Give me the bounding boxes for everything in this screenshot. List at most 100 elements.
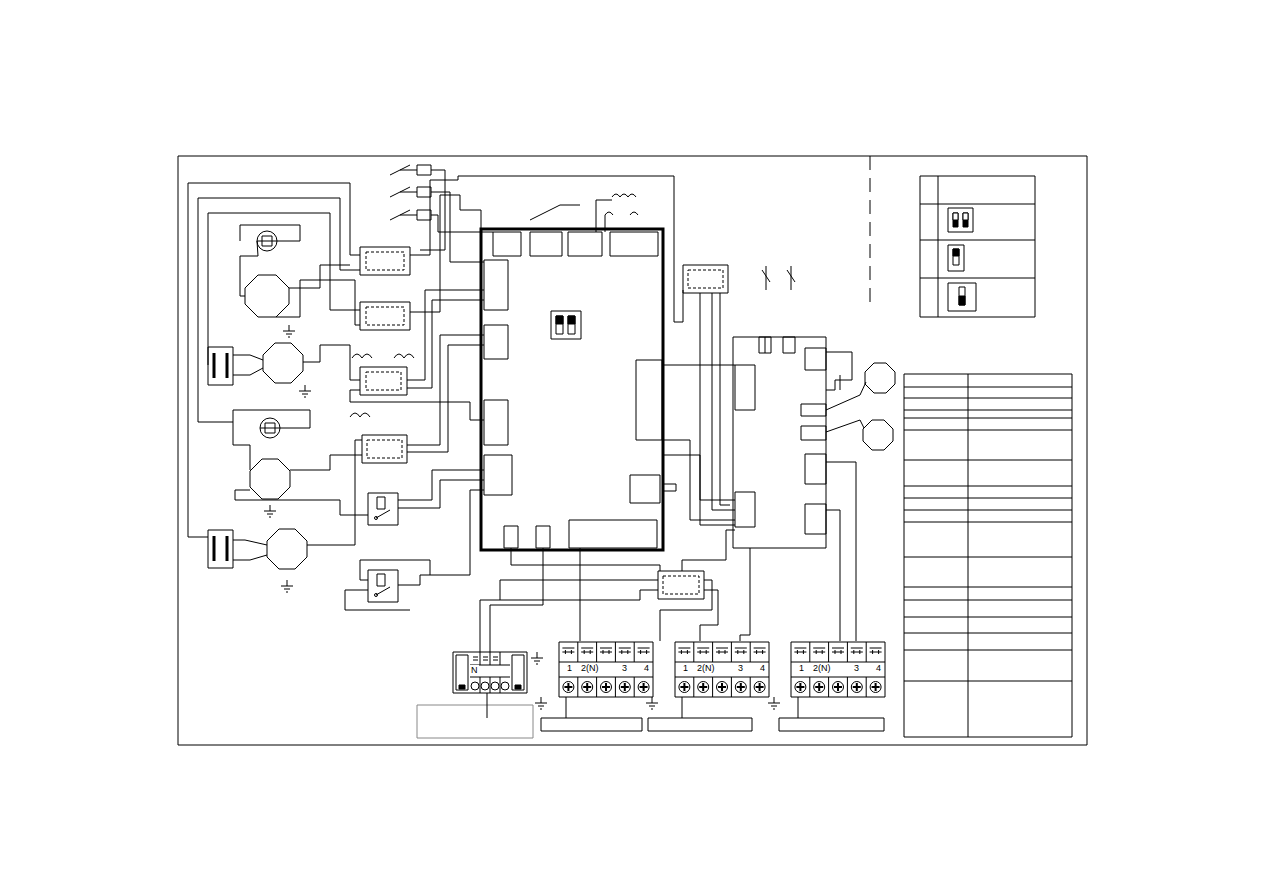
terminal-block bbox=[853, 683, 861, 691]
terminal-block bbox=[559, 642, 885, 697]
terminal-block bbox=[697, 648, 709, 652]
terminal-block bbox=[794, 648, 806, 652]
temperature-sensor bbox=[417, 187, 431, 197]
terminal-block bbox=[559, 677, 653, 678]
terminal-block bbox=[678, 648, 690, 652]
terminal-block bbox=[634, 677, 635, 697]
terminal-label: 1 bbox=[798, 663, 805, 674]
dip-table bbox=[953, 249, 959, 265]
terminal-block bbox=[791, 642, 885, 697]
main-control-board bbox=[551, 311, 581, 339]
terminal-block bbox=[634, 642, 635, 662]
terminal-block bbox=[809, 677, 810, 697]
terminal-block bbox=[756, 683, 764, 691]
terminal-label: 1 bbox=[682, 663, 689, 674]
terminal-block bbox=[638, 648, 650, 652]
switch bbox=[368, 570, 398, 602]
motor bbox=[250, 459, 290, 499]
main-control-board bbox=[493, 232, 521, 256]
ground-symbol bbox=[535, 697, 547, 709]
relay bbox=[366, 372, 401, 390]
terminal-block bbox=[851, 648, 863, 652]
terminal-block bbox=[641, 650, 647, 654]
terminal-block bbox=[501, 682, 509, 690]
wire bbox=[682, 530, 735, 571]
terminal-block bbox=[718, 683, 726, 691]
switch bbox=[376, 587, 390, 595]
wire bbox=[420, 170, 445, 250]
right-table bbox=[904, 374, 1072, 737]
terminal-block bbox=[675, 677, 769, 678]
main-control-board bbox=[556, 316, 563, 334]
display-board bbox=[733, 337, 826, 548]
terminal-block bbox=[603, 650, 609, 654]
main-control-board bbox=[568, 316, 575, 334]
relay bbox=[360, 247, 728, 599]
main-control-board bbox=[663, 484, 676, 491]
dip-table bbox=[920, 278, 1035, 279]
wire bbox=[431, 215, 493, 232]
terminal-block bbox=[615, 642, 616, 662]
terminal-block bbox=[640, 683, 648, 691]
terminal-block bbox=[735, 682, 746, 693]
terminal-block bbox=[559, 662, 653, 663]
terminal-block bbox=[675, 662, 769, 663]
relay bbox=[366, 307, 404, 325]
terminal-block bbox=[815, 683, 823, 691]
display-board bbox=[783, 337, 795, 353]
terminal-block bbox=[512, 655, 524, 690]
terminal-block: 12(N)34 bbox=[559, 642, 653, 697]
terminal-block bbox=[417, 705, 533, 738]
wire bbox=[490, 548, 543, 652]
display-board bbox=[805, 504, 826, 534]
wire bbox=[596, 200, 612, 232]
dip-table bbox=[920, 204, 1035, 205]
ground-symbol bbox=[281, 580, 293, 592]
main-control-board bbox=[536, 526, 550, 548]
terminal-block bbox=[638, 682, 649, 693]
wire bbox=[480, 590, 658, 652]
dip-table bbox=[959, 287, 965, 305]
dip-table bbox=[963, 213, 968, 227]
motor bbox=[245, 275, 895, 569]
main-control-board bbox=[569, 520, 657, 548]
dip-table bbox=[948, 283, 976, 311]
wire bbox=[662, 365, 735, 366]
terminal-block bbox=[577, 642, 578, 662]
terminal-connector bbox=[208, 347, 233, 568]
terminal-block bbox=[791, 642, 885, 697]
terminal-block bbox=[583, 683, 591, 691]
terminal-block bbox=[453, 652, 527, 693]
dip-table bbox=[963, 213, 968, 220]
terminal-label: 4 bbox=[875, 663, 882, 674]
ground-symbol bbox=[768, 697, 780, 709]
main-control-board bbox=[484, 400, 508, 445]
terminal-block bbox=[854, 650, 860, 654]
terminal-label: 4 bbox=[643, 663, 650, 674]
ground-symbol bbox=[646, 697, 658, 709]
ground-symbol bbox=[299, 385, 311, 397]
wire bbox=[826, 462, 856, 641]
right-table bbox=[904, 387, 1072, 681]
switch bbox=[375, 517, 378, 520]
terminal-label: 1 bbox=[566, 663, 573, 674]
terminal-block: N bbox=[453, 652, 527, 693]
coil bbox=[605, 194, 638, 215]
terminal-block bbox=[699, 683, 707, 691]
terminal-block bbox=[600, 648, 612, 652]
terminal-connector bbox=[208, 530, 233, 568]
terminal-block bbox=[470, 652, 510, 693]
display-board bbox=[735, 492, 755, 527]
terminal-block bbox=[872, 683, 880, 691]
dip-table bbox=[953, 213, 958, 220]
wire bbox=[826, 352, 852, 390]
wire bbox=[208, 213, 360, 365]
terminal-block bbox=[456, 655, 468, 690]
relay bbox=[360, 302, 410, 330]
wire bbox=[840, 375, 841, 390]
terminal-block bbox=[601, 682, 612, 693]
terminal-block bbox=[757, 650, 763, 654]
wire bbox=[826, 420, 864, 432]
terminal-block bbox=[712, 677, 713, 697]
